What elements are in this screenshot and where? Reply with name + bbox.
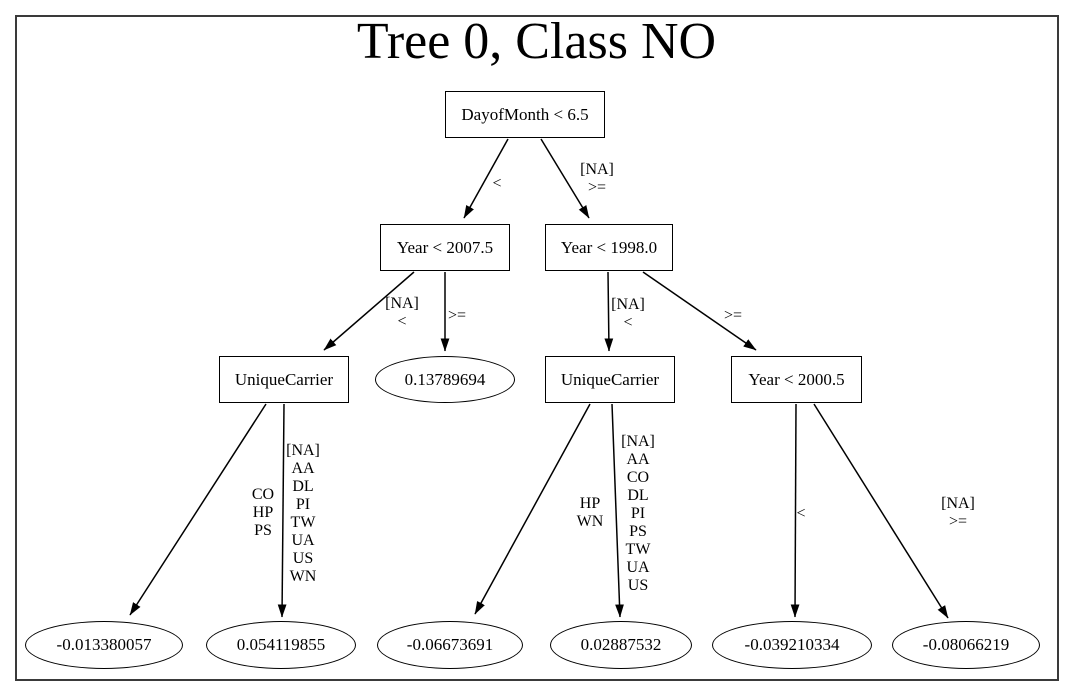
tree-node-year-2007: Year < 2007.5	[380, 224, 510, 271]
tree-leaf--0.08066219: -0.08066219	[892, 621, 1040, 669]
tree-leaf-0.054119855: 0.054119855	[206, 621, 356, 669]
edge-label-lt: <	[492, 175, 502, 192]
tree-node-uniquecarrier-right: UniqueCarrier	[545, 356, 675, 403]
edge-label-na-lt-2: [NA] <	[611, 296, 645, 331]
edge-label-carriers-na-aa-wn: [NA] AA DL PI TW UA US WN	[286, 442, 320, 585]
tree-leaf-0.02887532: 0.02887532	[550, 621, 692, 669]
edge-label-na-gte-2: [NA] >=	[941, 495, 975, 530]
edge-label-gte: >=	[447, 307, 467, 324]
edge-label-na-lt: [NA] <	[385, 295, 419, 330]
diagram-title: Tree 0, Class NO	[356, 13, 717, 70]
tree-leaf--0.013380057: -0.013380057	[25, 621, 183, 669]
tree-leaf--0.06673691: -0.06673691	[377, 621, 523, 669]
diagram-border	[15, 15, 1059, 681]
tree-node-root-dayofmonth: DayofMonth < 6.5	[445, 91, 605, 138]
edge-label-gte-2: >=	[723, 307, 743, 324]
edge-label-carriers-hp-wn: HP WN	[576, 495, 604, 530]
edge-label-lt-2: <	[796, 505, 806, 522]
tree-node-year-1998: Year < 1998.0	[545, 224, 673, 271]
tree-leaf--0.039210334: -0.039210334	[712, 621, 872, 669]
tree-leaf-0.13789694: 0.13789694	[375, 356, 515, 403]
edge-label-carriers-co-hp-ps: CO HP PS	[251, 486, 275, 539]
edge-label-na-gte: [NA] >=	[580, 161, 614, 196]
tree-node-year-2000: Year < 2000.5	[731, 356, 862, 403]
tree-node-uniquecarrier-left: UniqueCarrier	[219, 356, 349, 403]
edge-label-carriers-na-aa-us: [NA] AA CO DL PI PS TW UA US	[621, 433, 655, 594]
